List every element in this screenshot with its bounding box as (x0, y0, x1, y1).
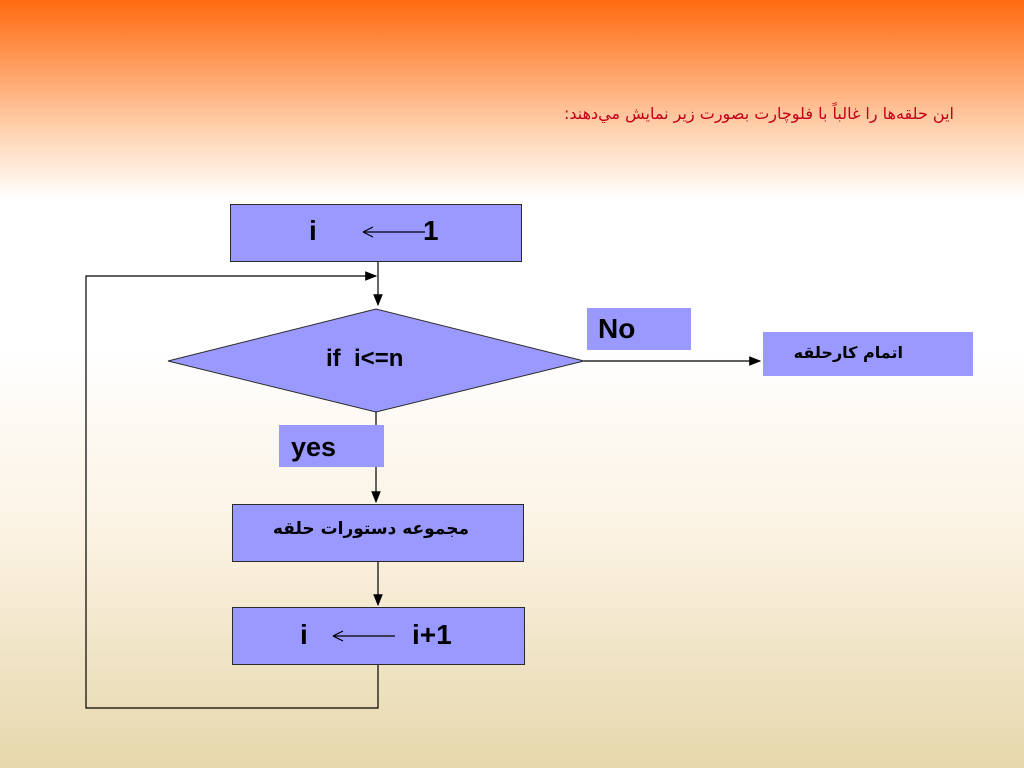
assign-arrow-icon (362, 226, 425, 238)
decision-keyword: if (326, 345, 341, 372)
yes-label: yes (279, 425, 384, 467)
increment-variable: i (300, 619, 308, 650)
yes-label-text: yes (291, 432, 337, 462)
loop-body-text: مجموعه دستورات حلقه (272, 519, 469, 539)
no-label: No (587, 308, 691, 350)
increment-box: i i+1 (232, 607, 525, 665)
assign-arrow-icon (332, 630, 395, 642)
loop-end-box: اتمام كارحلقه (763, 332, 973, 376)
increment-value: i+1 (412, 619, 452, 650)
loop-back-line (85, 271, 379, 709)
loop-body-box: مجموعه دستورات حلقه (232, 504, 524, 562)
init-box: i 1 (230, 204, 522, 262)
decision-text: if i<=n (326, 345, 403, 373)
init-value: 1 (423, 215, 439, 246)
slide-heading: اين حلقه‌ها را غالباً با فلوچارت بصورت ز… (563, 104, 954, 123)
no-label-text: No (598, 313, 636, 344)
init-variable: i (309, 215, 317, 246)
loop-end-text: اتمام كارحلقه (793, 343, 903, 362)
decision-condition: i<=n (354, 345, 404, 372)
